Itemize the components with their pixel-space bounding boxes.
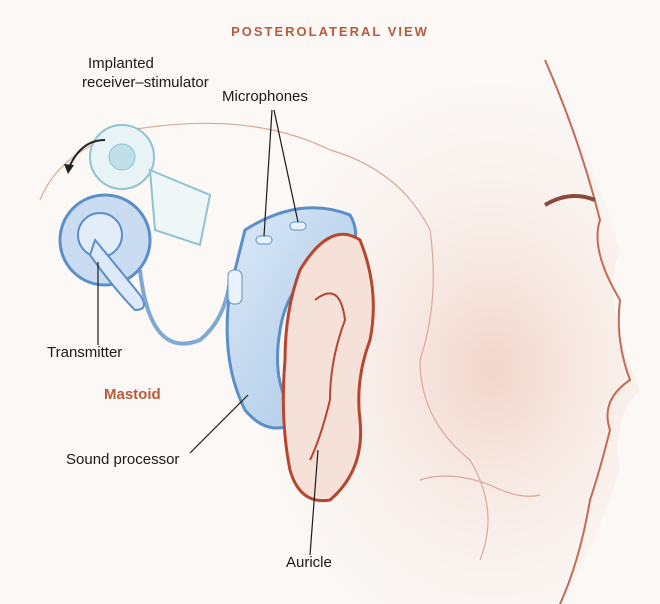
cable (138, 269, 232, 346)
face-outline (544, 59, 632, 604)
label-microphones: Microphones (222, 88, 308, 105)
teeth (419, 475, 541, 497)
label-sound-processor: Sound processor (66, 451, 180, 468)
label-auricle: Auricle (286, 554, 332, 571)
microphone-1 (255, 235, 273, 245)
label-mastoid: Mastoid (104, 386, 161, 403)
leader-lines (97, 109, 319, 556)
label-receiver-line1: Implanted (88, 55, 154, 72)
face-skin (217, 83, 640, 604)
eyebrow (543, 194, 596, 207)
label-receiver-line2: receiver–stimulator (82, 74, 209, 91)
auricle (281, 232, 375, 503)
microphone-2 (289, 221, 307, 231)
label-transmitter: Transmitter (47, 344, 123, 361)
figure-title: POSTEROLATERAL VIEW (231, 24, 429, 39)
